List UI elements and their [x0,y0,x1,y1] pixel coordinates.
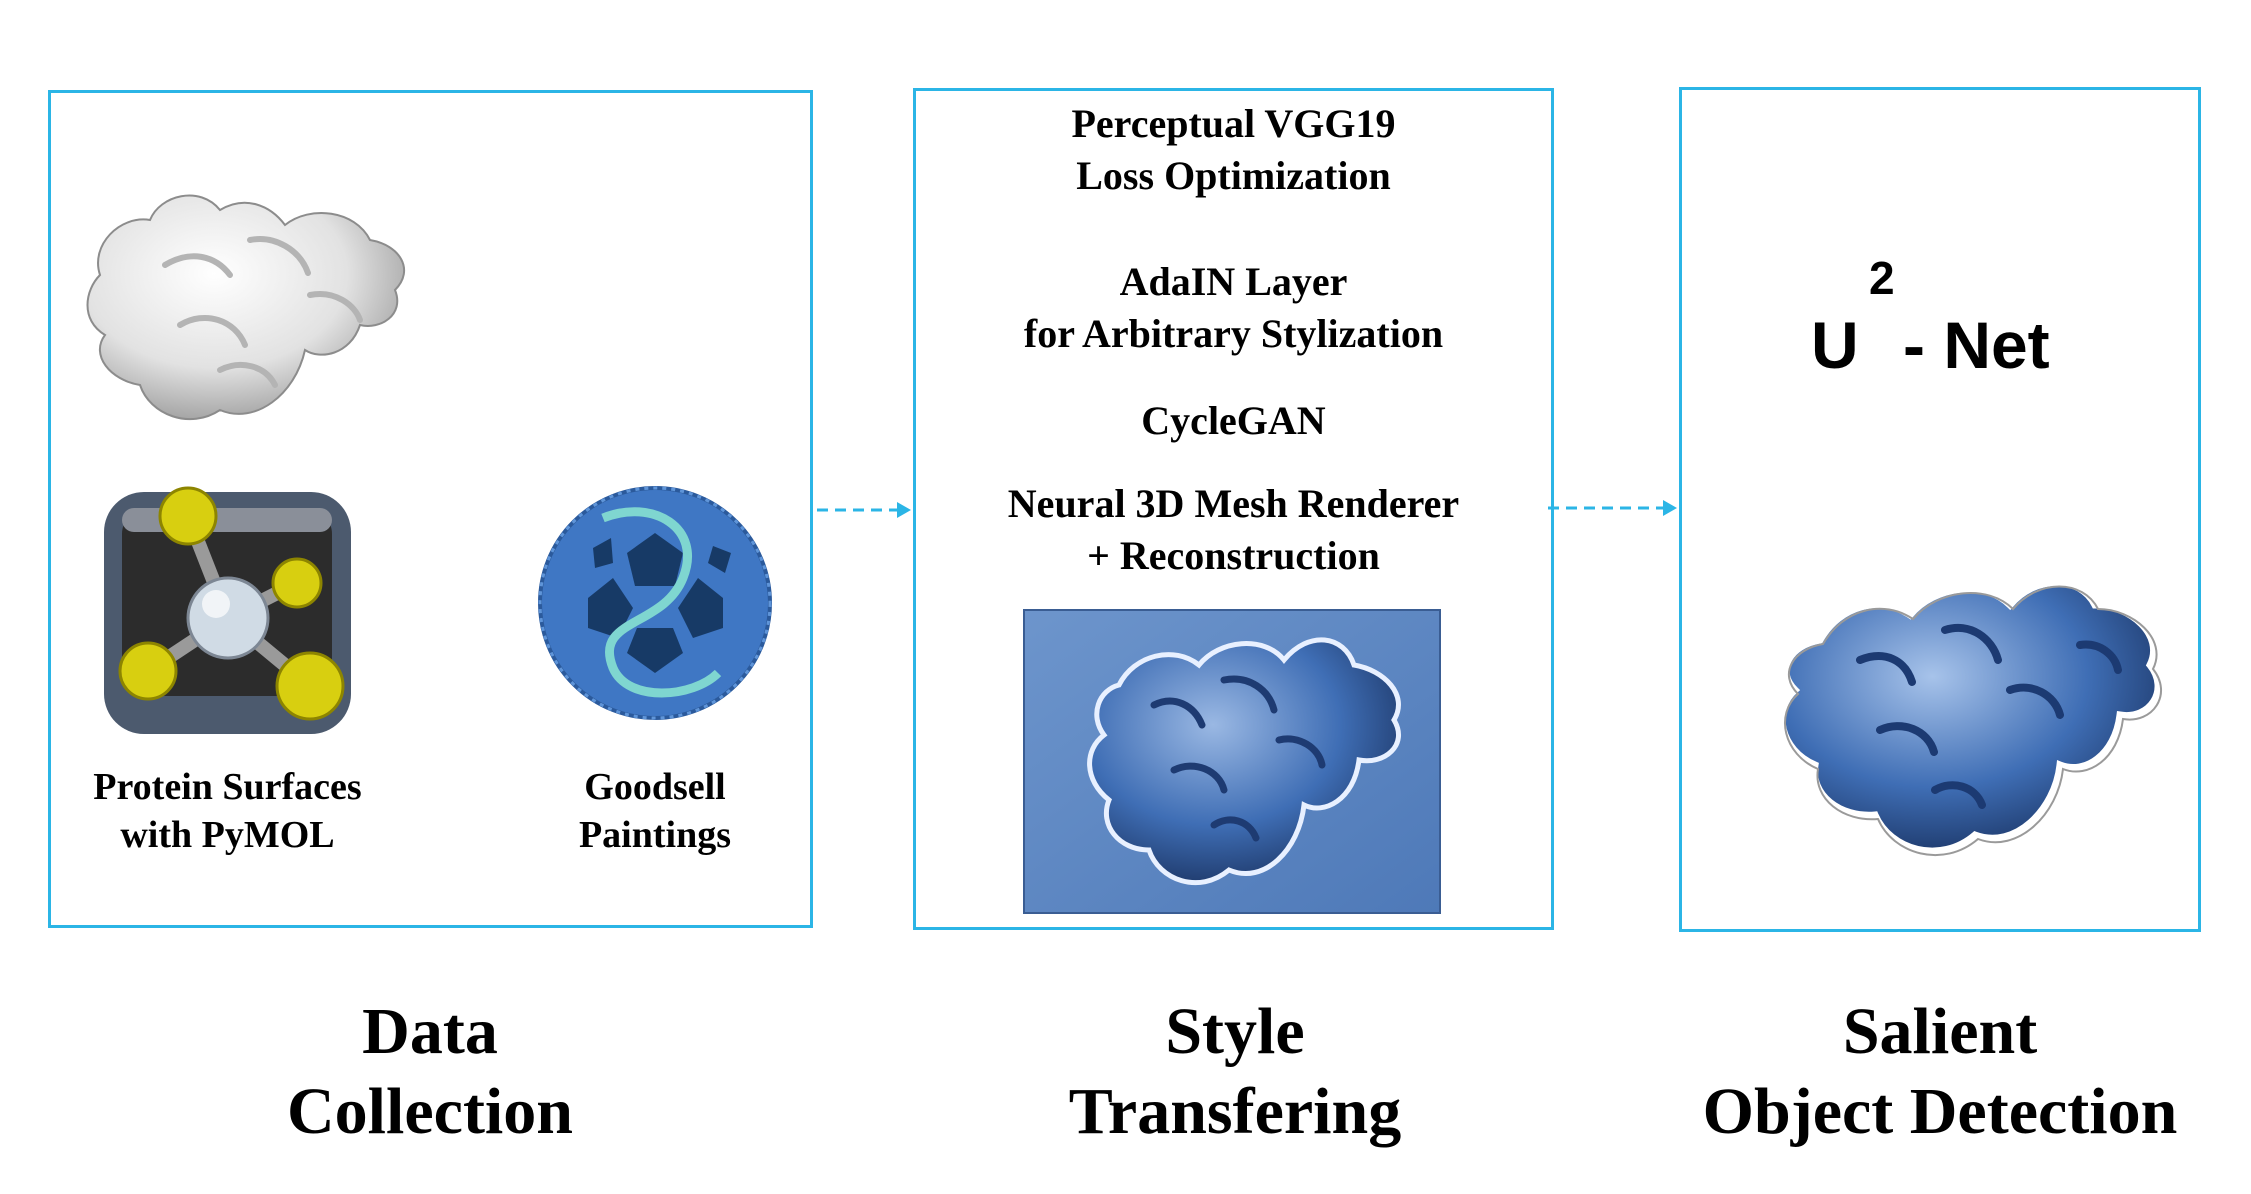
u2net-suffix: - Net [1903,308,2050,382]
protein-surface-icon [86,194,406,420]
u2net-model-label: U 2 - Net [1679,245,2201,385]
cyclegan-method: CycleGAN [1141,398,1326,443]
pymol-app-icon [104,486,351,734]
vgg19-method: Perceptual VGG19 Loss Optimization [913,98,1554,202]
mesh-renderer-method: Neural 3D Mesh Renderer + Reconstruction [913,478,1554,582]
stage-title-data-collection: Data Collection [180,992,680,1152]
stage-salient-line1: Salient [1842,995,2038,1068]
pymol-label-line1: Protein Surfaces [93,766,362,808]
vgg19-line1: Perceptual VGG19 [1071,101,1396,146]
stage-salient-line2: Object Detection [1702,1075,2178,1148]
mesh-renderer-line1: Neural 3D Mesh Renderer [1007,481,1460,526]
mesh-renderer-line2: + Reconstruction [1087,533,1380,578]
goodsell-label-line2: Paintings [578,813,732,856]
stage-title-style-transfer: Style Transfering [985,992,1485,1152]
vgg19-line2: Loss Optimization [1076,153,1391,198]
adain-line2: for Arbitrary Stylization [1023,311,1444,356]
u2net-superscript: 2 [1869,252,1895,304]
pymol-label-line2: with PyMOL [120,813,335,856]
salient-protein-cutout [1778,579,2163,856]
stage-data-line2: Collection [287,1075,573,1148]
goodsell-label-line1: Goodsell [584,766,726,808]
stage-style-line2: Transfering [1068,1075,1402,1148]
dashed-arrow-1 [817,502,911,518]
stage-data-line1: Data [362,995,498,1068]
goodsell-label: Goodsell Paintings [520,764,790,859]
stage-title-salient-detection: Salient Object Detection [1640,992,2240,1152]
u2net-base: U [1811,308,1859,382]
adain-line1: AdaIN Layer [1119,259,1348,304]
stage-style-line1: Style [1165,995,1305,1068]
stylized-protein-image [1023,609,1441,914]
pymol-label: Protein Surfaces with PyMOL [45,764,410,859]
adain-method: AdaIN Layer for Arbitrary Stylization [913,256,1554,360]
goodsell-painting-icon [538,486,772,720]
dashed-arrow-2 [1548,500,1677,516]
